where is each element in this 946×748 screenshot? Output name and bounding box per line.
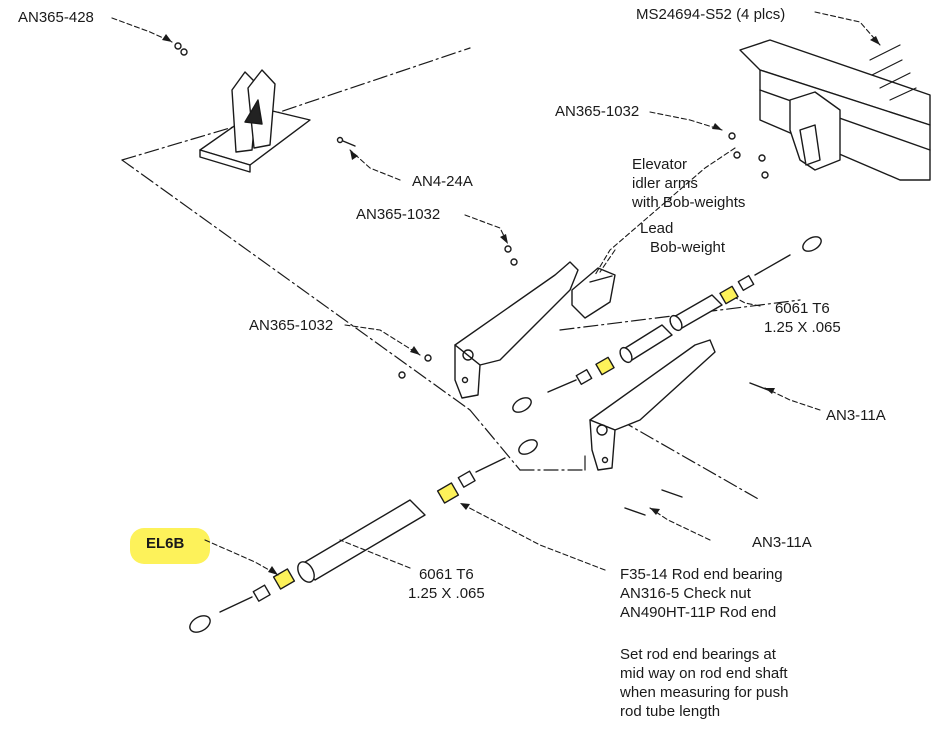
label-an4-24a: AN4-24A (412, 173, 473, 190)
tube-upper-line-1: 6061 T6 (774, 300, 830, 317)
note-line-1: Set rod end bearings at (620, 646, 776, 663)
right-idler-arm (589, 339, 769, 516)
parts-line-2: AN316-5 Check nut (620, 585, 751, 602)
lead-line-2: Bob-weight (650, 239, 726, 256)
label-an365-1032-top: AN365-1032 (555, 103, 640, 120)
label-rod-end-parts: F35-14 Rod end bearing AN316-5 Check nut… (620, 565, 783, 622)
el6b-highlight (130, 528, 210, 564)
label-el6b: EL6B (146, 535, 185, 552)
label-an365-428: AN365-428 (18, 9, 94, 26)
label-tube-lower: 6061 T6 1.25 X .065 (408, 565, 485, 603)
label-an3-11a-lower: AN3-11A (752, 534, 812, 551)
lower-push-rod (189, 439, 538, 633)
label-measurement-note: Set rod end bearings at mid way on rod e… (620, 645, 788, 721)
note-line-3: when measuring for push (620, 684, 789, 701)
elevator-line-3: with Bob-weights (632, 194, 746, 211)
structure-outline (121, 47, 801, 501)
upper-push-rod (512, 236, 822, 413)
label-lead-bob-weight: Lead Bob-weight (638, 219, 725, 257)
elevator-line-1: Elevator (632, 156, 688, 173)
label-tube-upper: 6061 T6 1.25 X .065 (764, 299, 841, 337)
label-elevator-idler-arms: Elevator idler arms with Bob-weights (632, 155, 745, 212)
label-an365-1032-mid: AN365-1032 (356, 206, 441, 223)
leader-arrowheads (162, 34, 880, 575)
tube-lower-line-1: 6061 T6 (418, 566, 474, 583)
tube-lower-line-2: 1.25 X .065 (408, 585, 485, 602)
parts-line-3: AN490HT-11P Rod end (620, 604, 777, 621)
note-line-2: mid way on rod end shaft (620, 665, 788, 682)
top-bracket-assembly (174, 42, 356, 173)
lead-bob-weight (571, 267, 616, 319)
lead-line-1: Lead (640, 220, 674, 237)
label-an3-11a-upper: AN3-11A (826, 407, 886, 424)
parts-line-1: F35-14 Rod end bearing (620, 566, 783, 583)
tube-upper-line-2: 1.25 X .065 (764, 319, 841, 336)
top-right-channel (728, 39, 931, 181)
note-line-4: rod tube length (620, 703, 721, 720)
elevator-line-2: idler arms (632, 175, 698, 192)
label-an365-1032-left: AN365-1032 (249, 317, 334, 334)
left-idler-arm (398, 245, 579, 399)
label-ms24694-s52: MS24694-S52 (4 plcs) (636, 6, 786, 23)
